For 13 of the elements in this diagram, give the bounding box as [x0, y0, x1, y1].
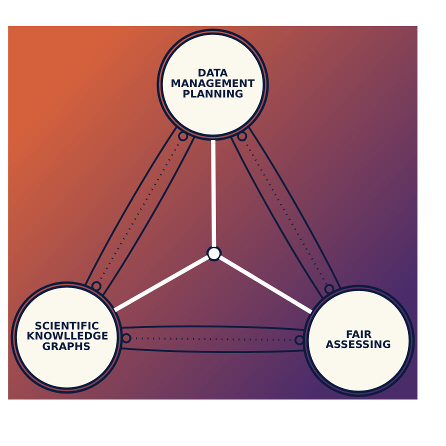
connector [230, 136, 324, 300]
connector [84, 126, 178, 286]
connector [102, 136, 196, 296]
connector [121, 325, 305, 331]
connector [211, 140, 216, 247]
connector [114, 255, 210, 312]
connector [91, 131, 188, 292]
connector [121, 333, 305, 346]
node-circle [206, 246, 222, 262]
connector [218, 255, 312, 314]
connector [120, 347, 304, 354]
connector [237, 131, 334, 294]
connector [248, 126, 342, 290]
